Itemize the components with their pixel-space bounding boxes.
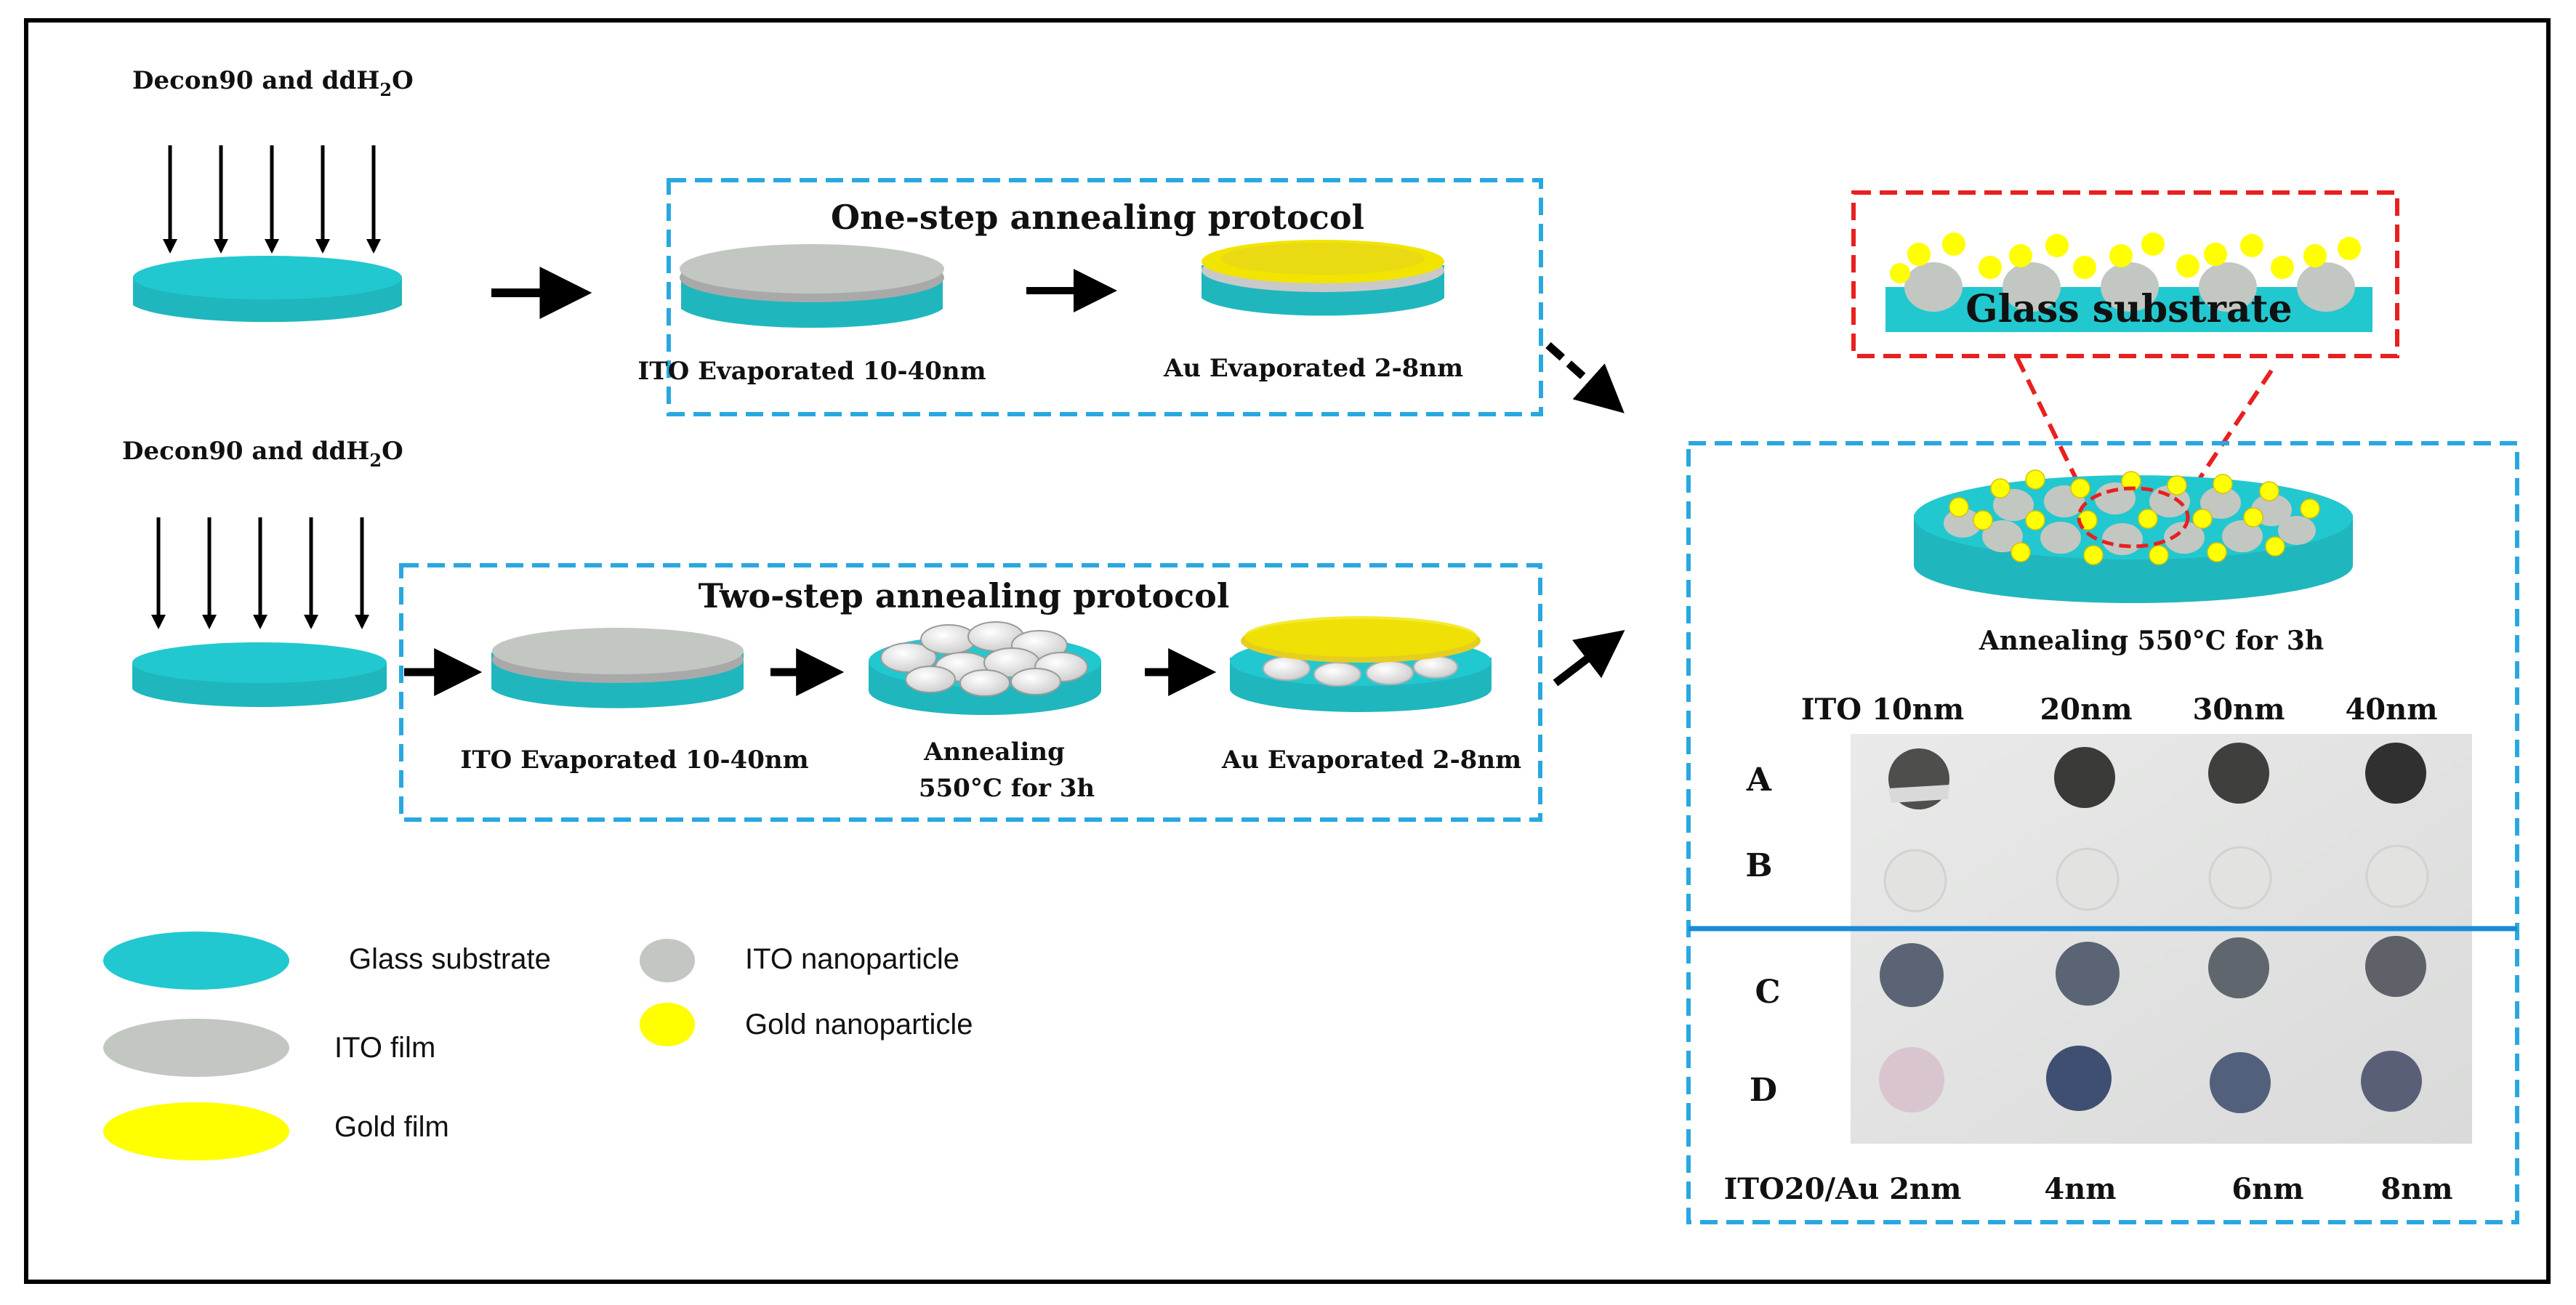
row-label-d: D [1750, 1072, 1777, 1109]
legend-ito-film-label: ITO film [334, 1032, 435, 1064]
zoom-surface: Glass substrate [1885, 233, 2372, 332]
step2-annealed-disk [869, 621, 1101, 715]
legend-ito-film-swatch [103, 1019, 289, 1077]
result-anneal-label: Annealing 550°C for 3h [1979, 626, 2324, 656]
step1-wash-arrows [163, 145, 381, 254]
legend-ito-nanoparticle-swatch [640, 939, 695, 982]
top-column-headers: ITO 10nm 20nm 30nm 40nm [1801, 692, 2438, 727]
step2-wash-arrows [151, 517, 369, 629]
top-header-3: 30nm [2192, 692, 2285, 727]
zoom-frame [1851, 190, 2399, 358]
one-step-protocol-title: One-step annealing protocol [831, 198, 1364, 237]
row-a-samples [1888, 743, 2426, 809]
row-d-samples [1879, 1046, 2422, 1113]
two-step-protocol-title: Two-step annealing protocol [699, 576, 1230, 615]
zoom-target-ring [2077, 486, 2190, 549]
step1-gold-disk [1202, 240, 1444, 316]
one-step-protocol-frame [667, 178, 1543, 416]
legend-gold-nanoparticle-swatch [640, 1003, 695, 1046]
row-label-a: A [1746, 761, 1772, 799]
step2-au-label: Au Evaporated 2-8nm [1221, 746, 1521, 775]
step1-solvent-label: Decon90 and ddH2O [132, 66, 414, 100]
two-step-protocol-frame [399, 563, 1542, 822]
result-frame [1686, 441, 2519, 1224]
row-b-samples [1883, 844, 2429, 913]
legend-glass-label: Glass substrate [349, 943, 551, 975]
top-header-2: 20nm [2040, 692, 2132, 727]
step2-ito-disk [491, 628, 744, 708]
row-label-c: C [1755, 974, 1780, 1011]
bottom-header-3: 6nm [2231, 1172, 2303, 1206]
result-disk [1914, 469, 2353, 603]
bottom-header-1: ITO20/Au 2nm [1724, 1172, 1962, 1206]
step1-ito-label: ITO Evaporated 10-40nm [637, 357, 986, 386]
zoom-glass-label: Glass substrate [1965, 287, 2292, 331]
step2-anneal-label-line2: 550°C for 3h [919, 774, 1095, 803]
bottom-header-4: 8nm [2380, 1172, 2452, 1206]
row-label-b: B [1745, 847, 1772, 884]
step2-glass-substrate [132, 642, 387, 708]
step2-solvent-label: Decon90 and ddH2O [122, 437, 403, 471]
ito-nanoparticle-islands [880, 621, 1088, 697]
outer-border [24, 18, 2551, 1284]
legend-gold-film-label: Gold film [334, 1111, 449, 1143]
step1-au-label: Au Evaporated 2-8nm [1163, 354, 1463, 383]
row-c-samples [1880, 936, 2426, 1007]
top-header-1: ITO 10nm [1801, 692, 1964, 727]
row-labels: A B C D [1745, 761, 1780, 1109]
step2-ito-label: ITO Evaporated 10-40nm [460, 746, 808, 775]
legend-glass-swatch [103, 932, 289, 990]
legend-gold-film-swatch [103, 1102, 289, 1160]
step1-glass-substrate [133, 256, 402, 323]
arrow-one-step-to-result [1545, 342, 1625, 413]
legend: Glass substrate ITO film Gold film ITO n… [103, 932, 973, 1160]
step2-gold-disk [1230, 616, 1492, 712]
bottom-column-headers: ITO20/Au 2nm 4nm 6nm 8nm [1724, 1172, 2453, 1206]
arrow-two-step-to-result [1553, 629, 1625, 687]
legend-gold-nanoparticle-label: Gold nanoparticle [745, 1009, 973, 1041]
bottom-header-2: 4nm [2044, 1172, 2116, 1206]
step2-anneal-label-line1: Annealing [923, 738, 1065, 767]
top-header-4: 40nm [2345, 692, 2437, 727]
legend-ito-nanoparticle-label: ITO nanoparticle [745, 943, 959, 975]
step1-ito-disk [680, 244, 944, 328]
